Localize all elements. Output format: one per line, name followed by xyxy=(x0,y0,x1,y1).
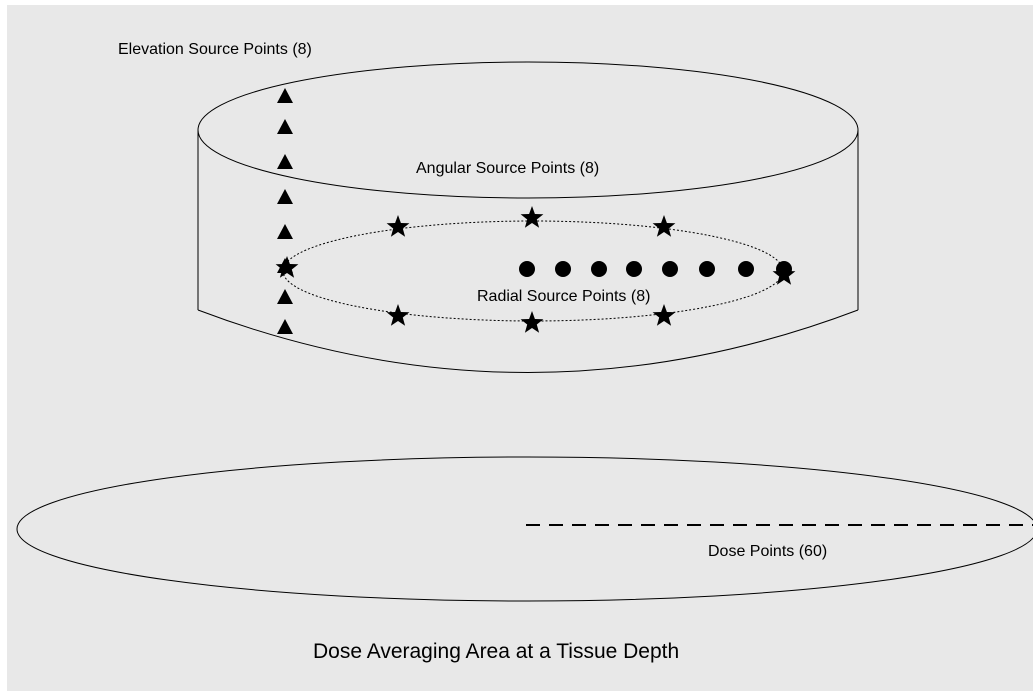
angular-star-marker xyxy=(520,311,544,333)
elevation-triangle-marker xyxy=(277,189,293,204)
background-panel xyxy=(7,5,1033,691)
elevation-triangle-marker xyxy=(277,119,293,134)
caption: Dose Averaging Area at a Tissue Depth xyxy=(313,640,679,663)
cylinder-top-ellipse xyxy=(197,61,859,199)
elevation-label: Elevation Source Points (8) xyxy=(118,41,312,58)
radial-circle-marker xyxy=(555,261,571,277)
radial-circle-marker xyxy=(738,261,754,277)
elevation-triangle-marker xyxy=(277,224,293,239)
radial-circle-marker xyxy=(662,261,678,277)
radial-circle-marker xyxy=(776,261,792,277)
cylinder-bottom-arc xyxy=(197,309,859,373)
dose-label: Dose Points (60) xyxy=(708,543,827,560)
elevation-triangle-marker xyxy=(277,289,293,304)
angular-label: Angular Source Points (8) xyxy=(416,160,599,177)
angular-star-marker xyxy=(652,304,676,326)
elevation-triangle-marker xyxy=(277,88,293,103)
angular-star-marker xyxy=(652,215,676,237)
angular-star-marker xyxy=(386,304,410,326)
radial-circle-marker xyxy=(591,261,607,277)
angular-star-marker xyxy=(275,256,299,278)
radial-source-points xyxy=(519,261,792,277)
elevation-triangle-marker xyxy=(277,319,293,334)
radial-circle-marker xyxy=(699,261,715,277)
elevation-triangle-marker xyxy=(277,154,293,169)
radial-circle-marker xyxy=(626,261,642,277)
radial-label: Radial Source Points (8) xyxy=(477,288,650,305)
dose-area-ellipse xyxy=(16,456,1033,602)
radial-circle-marker xyxy=(519,261,535,277)
angular-star-marker xyxy=(520,206,544,228)
angular-star-marker xyxy=(386,215,410,237)
